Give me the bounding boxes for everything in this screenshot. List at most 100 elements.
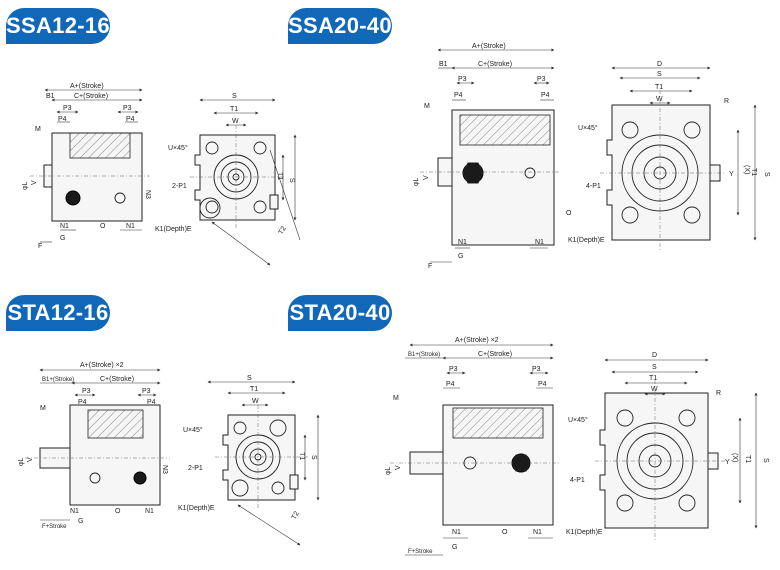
sta20-label-y: Y [725,459,730,466]
sta20-label-n1b: N1 [533,529,542,536]
ssa20-label-v: V [423,175,430,180]
ssa12-label-c: C+(Stroke) [74,93,108,100]
ssa20-label-n1b: N1 [535,239,544,246]
sta12-label-n3: N3 [161,465,168,474]
ssa12-label-m: M [35,126,41,133]
ssa20-label-g: G [458,253,463,260]
ssa20-label-c: C+(Stroke) [478,61,512,68]
sta12-label-p4a: P4 [78,399,87,406]
sta20-label-x: (X) [731,453,738,462]
ssa20-label-n1a: N1 [458,239,467,246]
sta12-label-u45: U×45° [183,426,203,434]
sta20-label-s-v: S [762,458,769,463]
title-ssa12-16: SSA12-16 [6,8,110,44]
ssa12-label-f: F [38,243,42,250]
sta12-label-phil: φL [18,457,25,466]
ssa20-label-t1-v: T1 [750,168,757,176]
ssa12-label-t2: T2 [278,225,288,236]
sta20-label-t1: T1 [649,375,657,382]
sta12-label-v: V [27,457,34,462]
title-sta20-40: STA20-40 [288,295,392,331]
sta20-label-s: S [652,364,657,371]
ssa20-side-view [420,48,560,263]
sta12-end-view [207,380,320,546]
sta12-label-t1: T1 [250,386,258,393]
sta20-label-c: C+(Stroke) [478,351,512,358]
sta12-label-2p1: 2-P1 [188,465,203,472]
sta12-label-b1: B1+(Stroke) [42,377,74,383]
ssa12-label-w: W [232,118,239,125]
ssa12-label-phil: φL [22,181,29,190]
ssa12-label-p4b: P4 [126,116,135,123]
ssa20-label-p4a: P4 [454,92,463,99]
sta20-label-p4a: P4 [446,381,455,388]
ssa12-label-s: S [232,93,237,100]
sta12-label-p3a: P3 [82,388,91,395]
sta12-label-c: C+(Stroke) [100,376,134,383]
ssa12-label-s-v: S [288,178,295,183]
ssa12-label-g: G [60,235,65,242]
ssa12-label-t1: T1 [230,106,238,113]
ssa20-label-f: F [428,263,432,270]
ssa20-label-y: Y [729,171,734,178]
sta12-side-view [25,368,170,521]
sta12-label-p4b: P4 [147,399,156,406]
ssa20-label-w: W [656,96,663,103]
sta20-label-g: G [452,544,457,551]
ssa12-label-p4a: P4 [58,116,67,123]
sta20-label-m: M [393,395,399,402]
ssa20-label-u45: U×45° [578,124,598,132]
sta20-label-p4b: P4 [538,381,547,388]
sta20-label-a: A+(Stroke) ×2 [455,337,499,344]
sta20-label-b1: B1+(Stroke) [408,352,440,358]
ssa20-label-x: (X) [743,165,750,174]
ssa20-label-t1: T1 [655,84,663,91]
sta12-label-a: A+(Stroke) ×2 [80,362,124,369]
sta20-label-d: D [652,352,657,359]
ssa12-label-a: A+(Stroke) [70,83,104,90]
ssa20-end-view [600,66,757,250]
ssa12-label-b1: B1 [46,93,55,100]
sta12-label-o: O [115,508,121,515]
ssa20-label-o: O [566,210,572,217]
ssa12-label-u45: U×45° [168,144,188,152]
sta20-label-p3a: P3 [449,366,458,373]
ssa20-label-b1: B1 [439,61,448,68]
ssa12-label-n3: N3 [144,190,151,199]
sta20-label-f: F+Stroke [408,549,433,555]
sta20-end-view [595,358,758,540]
sta12-label-m: M [40,405,46,412]
sta12-label-s: S [247,375,252,382]
ssa20-label-p3b: P3 [537,76,546,83]
sta12-label-n1a: N1 [70,508,79,515]
ssa20-label-phil: φL [413,177,420,186]
ssa12-label-t1-v: T1 [276,172,283,180]
title-sta12-16: STA12-16 [6,295,110,331]
ssa20-label-a: A+(Stroke) [472,43,506,50]
ssa12-label-o: O [100,223,106,230]
sta20-label-p3b: P3 [532,366,541,373]
sta12-label-g: G [78,518,83,525]
sta12-label-w: W [252,398,259,405]
sta20-label-v: V [395,465,402,470]
sta20-label-w: W [651,386,658,393]
ssa20-label-p3a: P3 [458,76,467,83]
sta20-label-r: R [716,390,721,397]
sta12-label-p3b: P3 [142,388,151,395]
sta20-label-phil: φL [385,466,392,475]
ssa12-label-n1b: N1 [126,223,135,230]
ssa12-side-view [30,88,150,243]
sta12-label-k1: K1(Depth)E [178,505,215,512]
ssa20-label-r: R [724,98,729,105]
ssa20-label-d: D [657,61,662,68]
sta20-label-o: O [502,529,508,536]
sta20-side-view [390,343,560,556]
sta12-label-n1b: N1 [145,508,154,515]
sta12-label-t1-v: T1 [298,452,305,460]
sta20-label-n1a: N1 [452,529,461,536]
sta20-label-u45: U×45° [568,416,588,424]
ssa12-end-view [190,98,301,266]
ssa12-label-k1: K1(Depth)E [155,226,192,233]
ssa12-label-2p1: 2-P1 [172,183,187,190]
